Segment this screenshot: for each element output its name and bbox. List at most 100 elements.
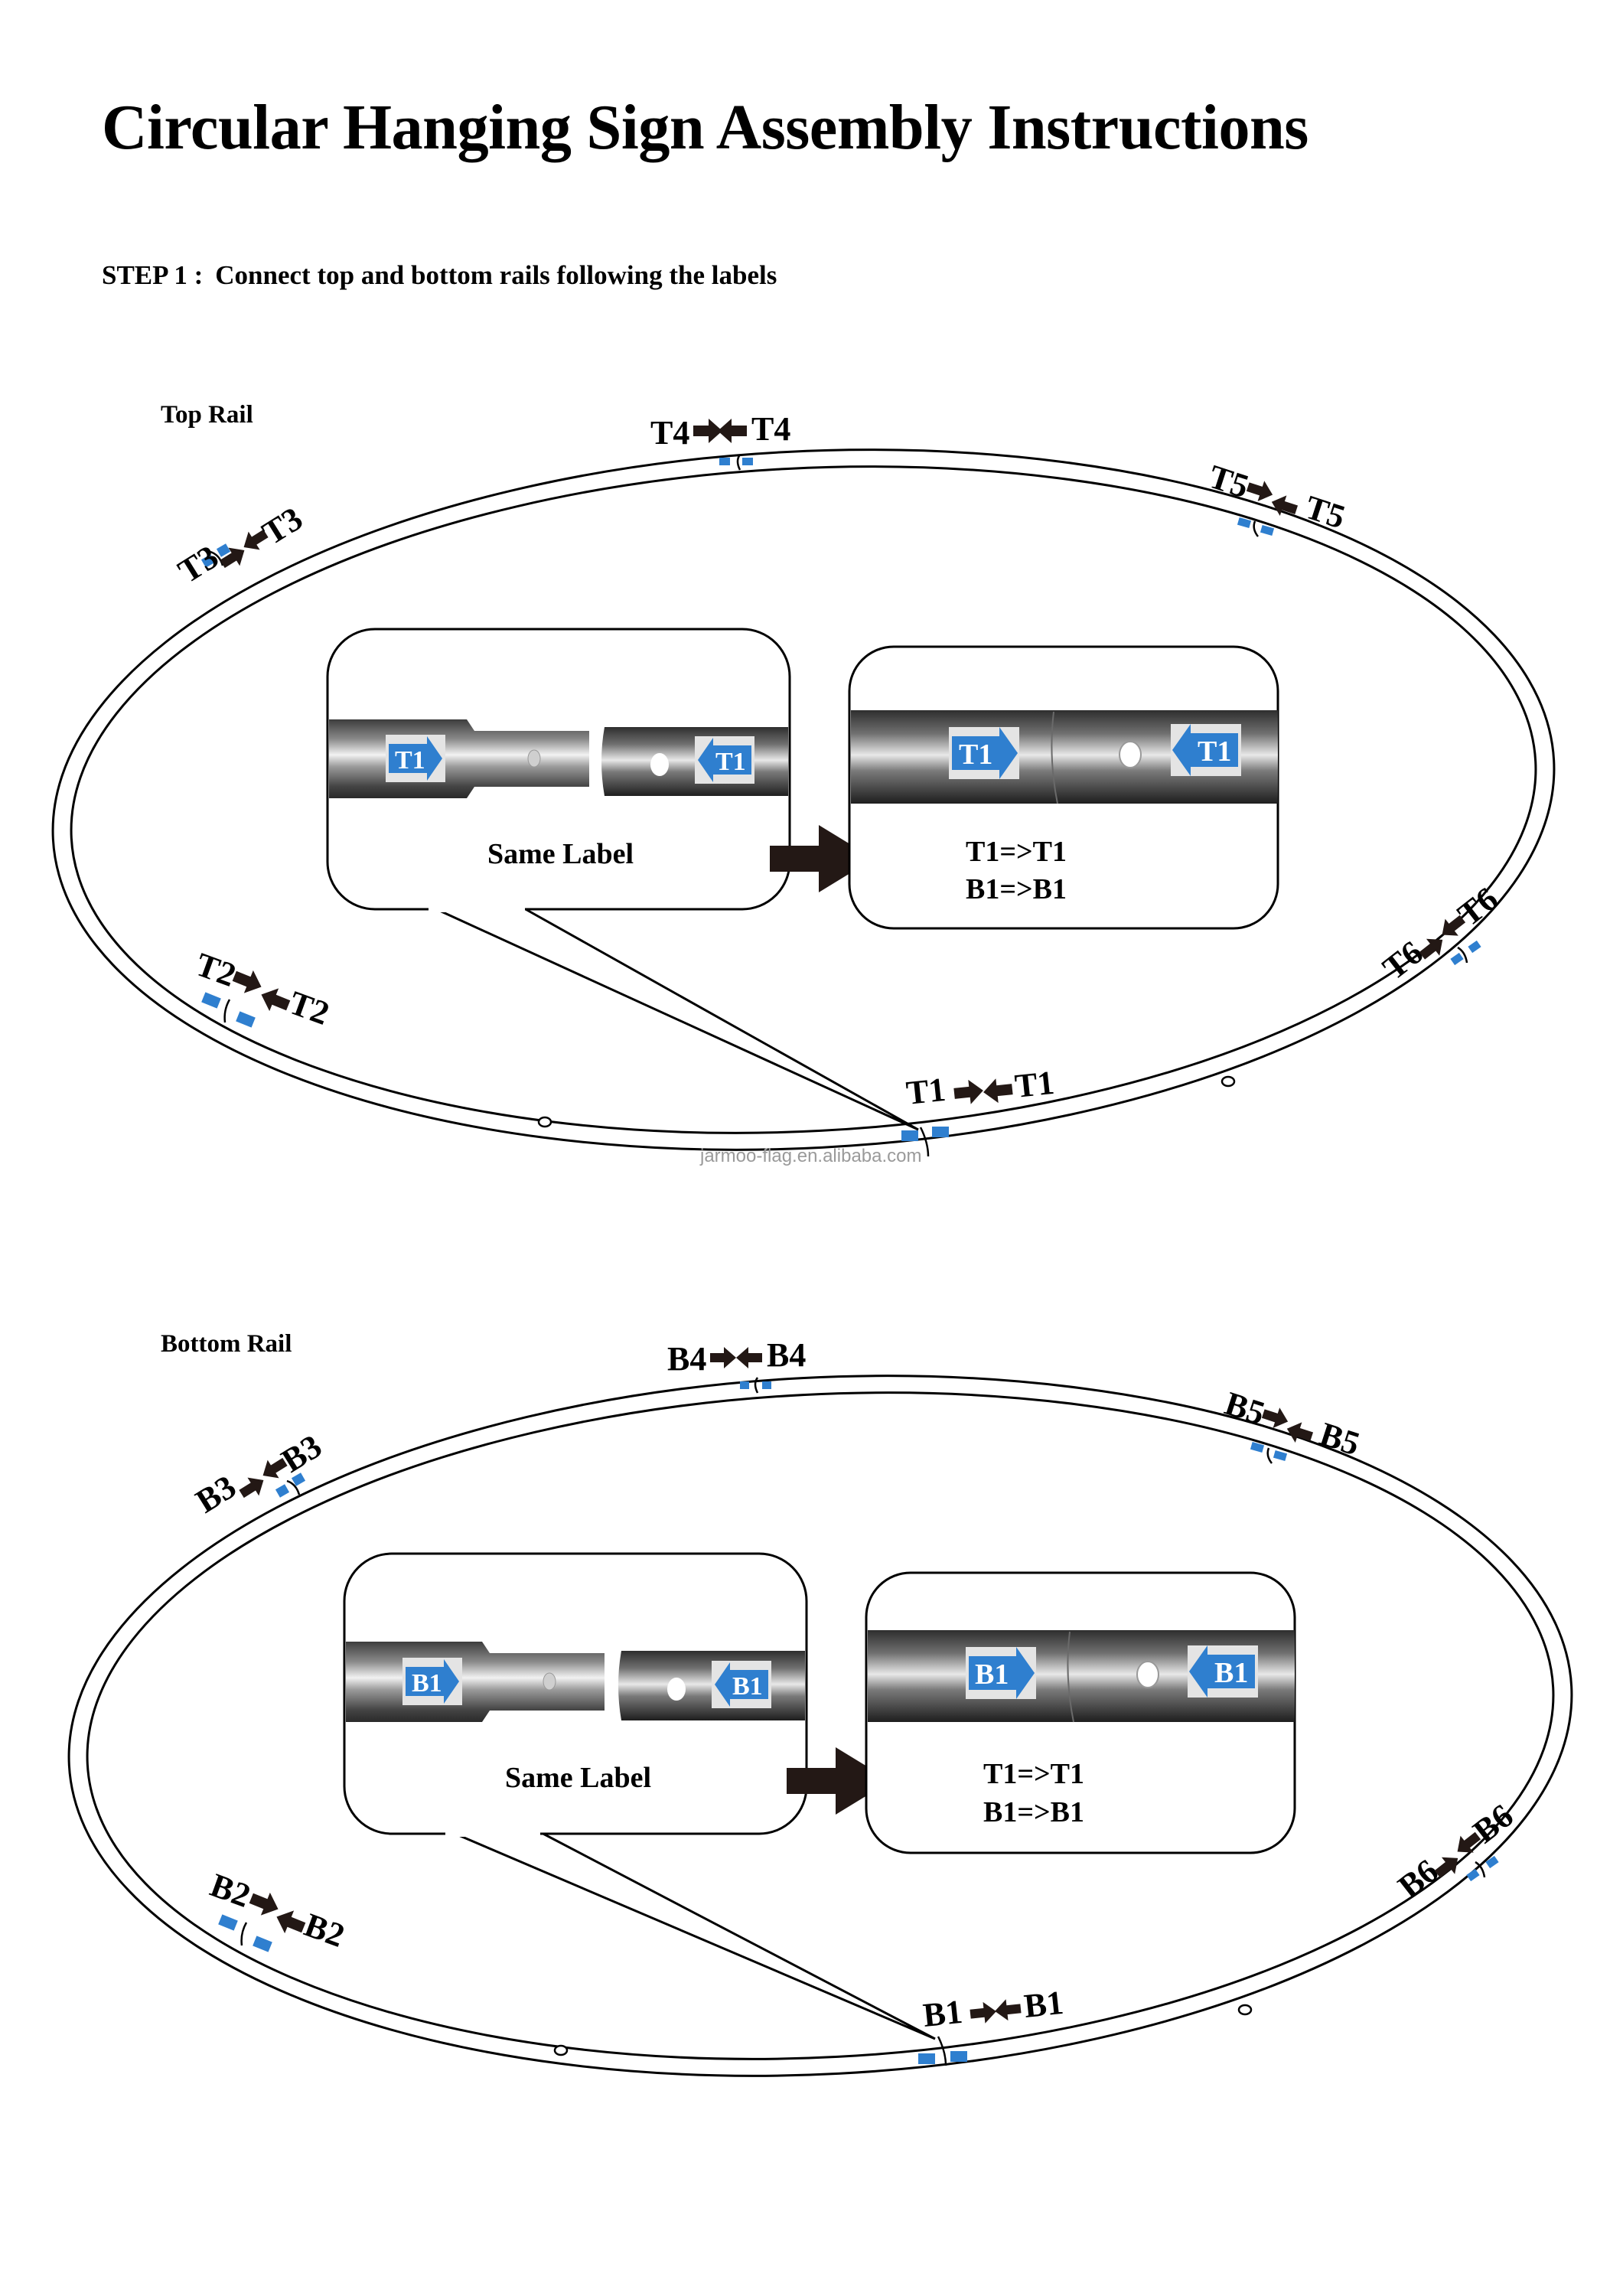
joint-marker-T3: T3 T3 bbox=[171, 500, 309, 591]
arrow-right-icon bbox=[970, 2001, 996, 2024]
svg-text:T1: T1 bbox=[959, 739, 992, 771]
rail-hole-icon bbox=[537, 1116, 552, 1128]
after-line-1: T1=>T1 bbox=[983, 1758, 1084, 1790]
joint-marker-T1: T1 T1 bbox=[901, 1064, 1056, 1157]
step-instruction: Connect top and bottom rails following t… bbox=[215, 260, 777, 290]
direction-tag-left: B1 bbox=[1188, 1645, 1258, 1698]
svg-text:T1: T1 bbox=[395, 746, 425, 775]
arrow-left-icon bbox=[983, 1078, 1013, 1104]
tube-hole-icon bbox=[1136, 1661, 1159, 1688]
tube-hole-icon bbox=[667, 1678, 686, 1701]
joint-marker-T4: T4 T4 bbox=[650, 410, 790, 471]
after-line-2: B1=>B1 bbox=[983, 1796, 1084, 1828]
tube-hole-icon bbox=[650, 753, 669, 776]
rail-hole-icon bbox=[1221, 1075, 1236, 1088]
step-number: STEP 1 : bbox=[102, 260, 204, 290]
before-caption: Same Label bbox=[487, 838, 634, 870]
direction-tag-right: B1 bbox=[402, 1658, 462, 1705]
arrow-left-icon bbox=[276, 1910, 306, 1934]
joint-label-B6-left: B6 bbox=[1391, 1852, 1445, 1906]
svg-text:T1: T1 bbox=[715, 748, 746, 776]
bottom-rail-outer-edge bbox=[67, 1375, 1573, 2077]
joint-marker-B6: B6 B6 bbox=[1391, 1797, 1520, 1906]
arrow-left-icon bbox=[718, 419, 747, 443]
arrow-right-icon bbox=[1434, 1857, 1458, 1878]
direction-tag-left: T1 bbox=[1171, 724, 1241, 776]
direction-tag-left: T1 bbox=[695, 736, 754, 784]
arrow-right-icon bbox=[249, 1892, 279, 1916]
arrow-right-icon bbox=[693, 419, 722, 443]
joint-label-T2-right: T2 bbox=[285, 983, 334, 1032]
svg-text:B1: B1 bbox=[412, 1669, 442, 1698]
joint-label-T4-right: T4 bbox=[751, 410, 790, 448]
next-step-arrow-icon bbox=[787, 1747, 891, 1815]
after-line-2: B1=>B1 bbox=[966, 873, 1067, 905]
arrow-right-icon bbox=[220, 547, 245, 569]
arrow-left-icon bbox=[261, 988, 291, 1012]
arrow-right-icon bbox=[232, 970, 262, 993]
joint-label-B1-left: B1 bbox=[921, 1993, 964, 2034]
top-rail-outer-edge bbox=[51, 448, 1556, 1151]
joint-marker-T5: T5 T5 bbox=[1204, 458, 1350, 537]
next-step-arrow-icon bbox=[770, 825, 874, 892]
joint-label-B3-left: B3 bbox=[189, 1468, 243, 1521]
callout-pointer bbox=[434, 907, 919, 1131]
bottom-rail-group: B1 B1 B2 B2 B3 B3 B4 bbox=[67, 1336, 1573, 2077]
arrow-left-icon bbox=[1457, 1831, 1481, 1853]
rail-hole-icon bbox=[553, 2044, 569, 2056]
svg-text:B1: B1 bbox=[732, 1672, 763, 1701]
arrow-left-icon bbox=[1271, 495, 1299, 517]
page-title: Circular Hanging Sign Assembly Instructi… bbox=[102, 92, 1309, 163]
watermark: jarmoo-flag.en.alibaba.com bbox=[699, 1146, 922, 1166]
top-rail-heading: Top Rail bbox=[161, 401, 253, 429]
direction-tag-left: B1 bbox=[712, 1661, 771, 1708]
tube-hole-icon bbox=[1119, 741, 1142, 768]
arrow-left-icon bbox=[243, 529, 269, 550]
joint-label-B4-left: B4 bbox=[667, 1340, 706, 1378]
callout-pointer bbox=[451, 1831, 936, 2040]
joint-label-T1-right: T1 bbox=[1013, 1064, 1056, 1105]
joint-label-B3-right: B3 bbox=[275, 1427, 328, 1480]
svg-text:B1: B1 bbox=[975, 1658, 1009, 1691]
arrow-right-icon bbox=[1246, 481, 1273, 501]
arrow-left-icon bbox=[1442, 915, 1466, 936]
joint-label-T5-right: T5 bbox=[1301, 488, 1350, 536]
detail-panel-before: B1 B1 Same Label bbox=[343, 1552, 808, 1837]
top-rail-inner-edge bbox=[70, 465, 1537, 1134]
joint-label-T3-left: T3 bbox=[171, 538, 225, 591]
bottom-rail-inner-edge bbox=[86, 1391, 1555, 2060]
joint-label-B5-right: B5 bbox=[1315, 1415, 1364, 1463]
detail-panel-after: B1 B1 T1=>T1 B1=>B1 bbox=[865, 1571, 1296, 1854]
arrow-left-icon bbox=[736, 1347, 762, 1368]
joint-label-B2-right: B2 bbox=[300, 1906, 350, 1955]
joint-label-T3-right: T3 bbox=[256, 500, 309, 553]
arrow-right-icon bbox=[953, 1079, 983, 1104]
joint-marker-B4: B4 B4 bbox=[667, 1336, 806, 1394]
joint-marker-T6: T6 T6 bbox=[1376, 880, 1505, 987]
direction-tag-right: T1 bbox=[949, 727, 1019, 779]
detail-panel-before: T1 T1 Same Label bbox=[326, 628, 791, 912]
arrow-right-icon bbox=[1261, 1407, 1289, 1428]
joint-label-T2-left: T2 bbox=[191, 945, 241, 994]
before-caption: Same Label bbox=[505, 1762, 651, 1794]
joint-label-B2-left: B2 bbox=[206, 1866, 256, 1915]
arrow-left-icon bbox=[1286, 1422, 1314, 1443]
joint-label-B1-right: B1 bbox=[1022, 1984, 1065, 2025]
svg-text:B1: B1 bbox=[1214, 1657, 1248, 1689]
after-line-1: T1=>T1 bbox=[966, 836, 1067, 868]
svg-text:T1: T1 bbox=[1198, 735, 1231, 768]
joint-marker-B3: B3 B3 bbox=[189, 1427, 328, 1521]
joint-label-T5-left: T5 bbox=[1204, 458, 1253, 505]
step-1-heading: STEP 1 : Connect top and bottom rails fol… bbox=[102, 260, 777, 291]
joint-label-T4-left: T4 bbox=[650, 414, 689, 452]
arrow-left-icon bbox=[995, 1999, 1022, 2021]
direction-tag-right: T1 bbox=[386, 735, 445, 782]
joint-marker-B2: B2 B2 bbox=[206, 1866, 350, 1955]
top-rail-group: T1 T1 T2 T2 T3 T3 bbox=[51, 410, 1556, 1166]
joint-label-B4-right: B4 bbox=[767, 1336, 806, 1374]
joint-marker-B1: B1 B1 bbox=[918, 1984, 1065, 2066]
arrow-left-icon bbox=[262, 1457, 288, 1479]
arrow-right-icon bbox=[239, 1477, 264, 1499]
arrow-right-icon bbox=[1419, 938, 1443, 960]
